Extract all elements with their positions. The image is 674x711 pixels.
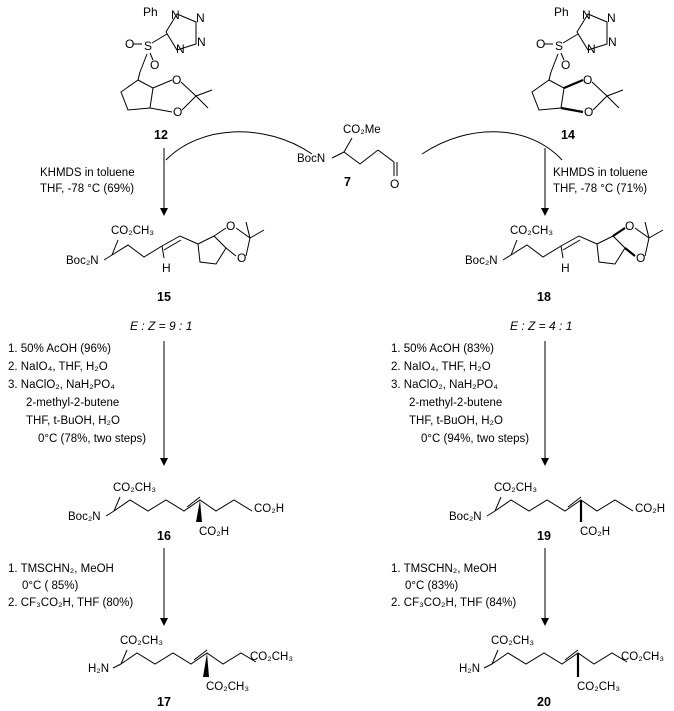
compound-14-structure: Ph N N N N S O O O O 14	[531, 5, 624, 142]
svg-text:BocN: BocN	[297, 153, 325, 165]
svg-text:O: O	[625, 219, 634, 233]
svg-text:3. NaClO₂, NaH₂PO₄: 3. NaClO₂, NaH₂PO₄	[8, 379, 115, 391]
svg-text:N: N	[176, 42, 185, 56]
svg-text:0°C (78%, two steps): 0°C (78%, two steps)	[38, 433, 146, 445]
svg-text:CO₂H: CO₂H	[254, 503, 284, 515]
svg-text:THF, t-BuOH, H₂O: THF, t-BuOH, H₂O	[26, 415, 120, 427]
svg-text:O: O	[150, 58, 159, 72]
svg-text:N: N	[582, 8, 591, 22]
svg-text:Boc₂N: Boc₂N	[465, 255, 498, 267]
svg-text:CO₂CH₃: CO₂CH₃	[621, 651, 664, 663]
compound-20-label: 20	[537, 695, 551, 709]
svg-text:2. CF₃CO₂H, THF (80%): 2. CF₃CO₂H, THF (80%)	[8, 597, 133, 609]
compound-7-structure: CO₂Me BocN O 7	[297, 124, 399, 191]
svg-text:CO₂H: CO₂H	[635, 503, 665, 515]
svg-text:Boc₂N: Boc₂N	[449, 511, 482, 523]
svg-text:CO₂H: CO₂H	[199, 526, 229, 538]
compound-16-structure: CO₂CH₃ Boc₂N CO₂H CO₂H 16	[68, 482, 284, 543]
compound-12-label: 12	[154, 128, 168, 142]
compound-17-label: 17	[157, 695, 171, 709]
svg-text:CO₂CH₃: CO₂CH₃	[577, 681, 620, 693]
curved-arrow-left	[165, 131, 313, 161]
svg-text:3. NaClO₂, NaH₂PO₄: 3. NaClO₂, NaH₂PO₄	[391, 379, 498, 391]
svg-text:O: O	[172, 73, 181, 87]
cond1-left-line1: KHMDS in toluene	[40, 167, 135, 179]
svg-text:1. TMSCHN₂, MeOH: 1. TMSCHN₂, MeOH	[391, 563, 497, 575]
svg-text:1. TMSCHN₂, MeOH: 1. TMSCHN₂, MeOH	[8, 563, 114, 575]
svg-text:H₂N: H₂N	[459, 663, 480, 675]
svg-text:CO₂CH₃: CO₂CH₃	[510, 225, 553, 237]
svg-text:O: O	[125, 37, 134, 51]
curved-arrow-right	[421, 131, 563, 161]
svg-text:0°C (83%): 0°C (83%)	[405, 580, 458, 592]
svg-text:O: O	[536, 37, 545, 51]
svg-text:N: N	[608, 35, 617, 49]
svg-text:N: N	[587, 42, 596, 56]
svg-text:O: O	[583, 73, 592, 87]
svg-text:H: H	[162, 261, 171, 275]
svg-text:2-methyl-2-butene: 2-methyl-2-butene	[409, 397, 502, 409]
svg-text:CO₂H: CO₂H	[580, 526, 610, 538]
cond1-right-line1: KHMDS in toluene	[553, 167, 648, 179]
svg-text:H₂N: H₂N	[88, 663, 109, 675]
svg-text:2. NaIO₄, THF, H₂O: 2. NaIO₄, THF, H₂O	[391, 361, 491, 373]
compound-7-label: 7	[344, 175, 351, 189]
cond1-left-line2: THF, -78 °C (69%)	[40, 183, 134, 195]
svg-text:O: O	[173, 105, 182, 119]
compound-17-structure: CO₂CH₃ H₂N CO₂CH₃ CO₂CH₃ 17	[88, 635, 293, 709]
svg-text:0°C ( 85%): 0°C ( 85%)	[22, 580, 79, 592]
svg-text:O: O	[584, 105, 593, 119]
svg-text:2. NaIO₄, THF, H₂O: 2. NaIO₄, THF, H₂O	[8, 361, 108, 373]
sulfur-label: S	[144, 39, 152, 53]
svg-text:CO₂CH₃: CO₂CH₃	[111, 225, 154, 237]
compound-14-label: 14	[561, 128, 575, 142]
compound-16-label: 16	[157, 529, 171, 543]
ratio-right: E : Z = 4 : 1	[510, 319, 572, 333]
compound-15-label: 15	[157, 290, 171, 304]
svg-text:O: O	[636, 251, 645, 265]
svg-text:O: O	[390, 177, 399, 191]
svg-text:0°C (94%, two steps): 0°C (94%, two steps)	[421, 433, 529, 445]
compound-20-structure: CO₂CH₃ H₂N CO₂CH₃ CO₂CH₃ 20	[459, 635, 664, 709]
svg-text:CO₂CH₃: CO₂CH₃	[113, 482, 156, 494]
phenyl-label: Ph	[143, 5, 158, 19]
compound-15-structure: CO₂CH₃ Boc₂N H O O 15 E : Z = 9 : 1	[66, 219, 265, 333]
svg-text:CO₂Me: CO₂Me	[343, 124, 381, 136]
svg-text:CO₂CH₃: CO₂CH₃	[250, 651, 293, 663]
svg-text:N: N	[171, 8, 180, 22]
svg-text:2-methyl-2-butene: 2-methyl-2-butene	[26, 397, 119, 409]
svg-text:2. CF₃CO₂H, THF (84%): 2. CF₃CO₂H, THF (84%)	[391, 597, 516, 609]
svg-text:CO₂CH₃: CO₂CH₃	[120, 635, 163, 647]
svg-text:CO₂CH₃: CO₂CH₃	[491, 635, 534, 647]
cond1-right-line2: THF, -78 °C (71%)	[553, 183, 647, 195]
svg-text:Ph: Ph	[554, 5, 569, 19]
svg-text:N: N	[607, 11, 616, 25]
svg-text:N: N	[196, 11, 205, 25]
svg-text:CO₂CH₃: CO₂CH₃	[206, 681, 249, 693]
svg-text:N: N	[197, 35, 206, 49]
svg-text:1. 50% AcOH (83%): 1. 50% AcOH (83%)	[391, 343, 494, 355]
compound-18-structure: CO₂CH₃ Boc₂N H O O 18 E : Z = 4 : 1	[465, 219, 664, 333]
svg-text:1. 50% AcOH (96%): 1. 50% AcOH (96%)	[8, 343, 111, 355]
svg-text:O: O	[237, 251, 246, 265]
compound-19-label: 19	[537, 529, 551, 543]
svg-text:Boc₂N: Boc₂N	[66, 255, 99, 267]
ratio-left: E : Z = 9 : 1	[130, 319, 192, 333]
svg-text:CO₂CH₃: CO₂CH₃	[494, 482, 537, 494]
svg-text:S: S	[555, 39, 563, 53]
svg-text:Boc₂N: Boc₂N	[68, 511, 101, 523]
svg-text:O: O	[226, 219, 235, 233]
svg-text:H: H	[561, 261, 570, 275]
compound-12-structure: Ph N N N N S O O O O 12	[120, 5, 213, 142]
compound-18-label: 18	[537, 290, 551, 304]
compound-19-structure: CO₂CH₃ Boc₂N CO₂H CO₂H 19	[449, 482, 665, 543]
svg-text:THF, t-BuOH, H₂O: THF, t-BuOH, H₂O	[409, 415, 503, 427]
svg-text:O: O	[561, 58, 570, 72]
